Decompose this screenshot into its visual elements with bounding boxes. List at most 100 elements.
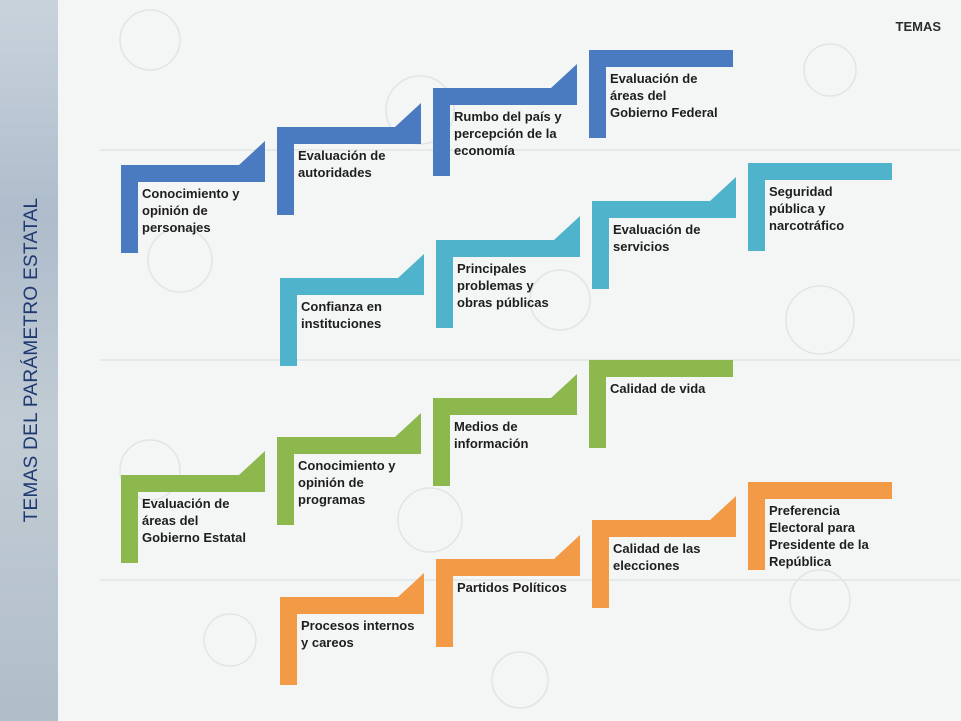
step-bar-vertical [121, 165, 138, 253]
topic-label-line: y careos [301, 635, 354, 650]
topic-label: Confianza en instituciones [301, 298, 425, 332]
step-bar-vertical [277, 127, 294, 215]
topic-label-line: Electoral para [769, 520, 855, 535]
topic-label-line: instituciones [301, 316, 382, 331]
step-bar-horizontal [433, 398, 577, 415]
topic-label-line: Evaluación de [142, 496, 230, 511]
topic-label-line: Preferencia [769, 503, 840, 518]
topic-label-line: programas [298, 492, 366, 507]
step-arrow-triangle [710, 496, 736, 520]
section-badge: TEMAS [895, 19, 942, 34]
topic-label-line: economía [454, 143, 515, 158]
topic-label-line: elecciones [613, 558, 680, 573]
step-arrow-triangle [239, 141, 265, 165]
topic-label: Calidad de vida [610, 380, 734, 397]
topic-label-line: Confianza en [301, 299, 382, 314]
step-arrow-triangle [554, 216, 580, 240]
step-bar-vertical [592, 201, 609, 289]
topic-label-line: Presidente de la [769, 537, 869, 552]
topic-label-line: servicios [613, 239, 670, 254]
topic-label: Calidad de las elecciones [613, 540, 737, 574]
topic-label-line: narcotráfico [769, 218, 845, 233]
topic-label-line: opinión de [298, 475, 364, 490]
step-bar-horizontal [121, 475, 265, 492]
topic-label-line: áreas del [610, 88, 667, 103]
step-bar-vertical [436, 559, 453, 647]
topic-label-line: Procesos internos [301, 618, 415, 633]
topic-label-line: Medios de [454, 419, 518, 434]
step-arrow-triangle [395, 413, 421, 437]
topic-label-line: Principales [457, 261, 527, 276]
step-arrow-triangle [551, 374, 577, 398]
topic-label-line: República [769, 554, 832, 569]
step-bar-vertical [280, 278, 297, 366]
step-arrow-triangle [710, 177, 736, 201]
step-bar-horizontal [436, 240, 580, 257]
topic-label-line: problemas y [457, 278, 534, 293]
topic-label-line: obras públicas [457, 295, 549, 310]
step-bar-horizontal [589, 360, 733, 377]
topic-label-line: Gobierno Estatal [142, 530, 247, 545]
step-bar-vertical [592, 520, 609, 608]
topic-step: Procesos internos y careos [280, 573, 426, 685]
topic-step: Medios de información [433, 374, 579, 486]
step-bar-vertical [433, 398, 450, 486]
topic-label: Seguridad pública y narcotráfico [769, 183, 893, 234]
sidebar-panel: TEMAS DEL PARÁMETRO ESTATAL [0, 0, 58, 721]
topic-label-line: Calidad de las [613, 541, 701, 556]
step-bar-horizontal [592, 201, 736, 218]
topic-step: Seguridad pública y narcotráfico [748, 163, 894, 251]
topic-label: Partidos Políticos [457, 579, 581, 596]
topic-step: Calidad de vida [589, 360, 735, 448]
step-arrow-triangle [398, 254, 424, 278]
step-bar-horizontal [748, 482, 892, 499]
topic-step: Partidos Políticos [436, 535, 582, 647]
topic-label-line: Evaluación de [610, 71, 698, 86]
step-bar-horizontal [748, 163, 892, 180]
step-arrow-triangle [554, 535, 580, 559]
step-bar-vertical [121, 475, 138, 563]
topic-label-line: Seguridad [769, 184, 833, 199]
step-bar-vertical [433, 88, 450, 176]
topic-label: Conocimiento y opinión de programas [298, 457, 422, 508]
step-arrow-triangle [551, 64, 577, 88]
topic-label-line: Conocimiento y [142, 186, 240, 201]
step-bar-horizontal [277, 127, 421, 144]
topic-step: Principales problemas y obras públicas [436, 216, 582, 328]
step-arrow-triangle [239, 451, 265, 475]
topic-label: Medios de información [454, 418, 578, 452]
topic-label-line: opinión de [142, 203, 208, 218]
step-bar-vertical [589, 50, 606, 138]
topic-label-line: pública y [769, 201, 826, 216]
topic-step: Confianza en instituciones [280, 254, 426, 366]
step-bar-horizontal [280, 278, 424, 295]
step-bar-vertical [277, 437, 294, 525]
topic-label-line: Evaluación de [613, 222, 701, 237]
topic-label-line: Rumbo del país y [454, 109, 562, 124]
topic-step: Calidad de las elecciones [592, 496, 738, 608]
topic-label-line: percepción de la [454, 126, 557, 141]
topic-label-line: autoridades [298, 165, 372, 180]
step-bar-vertical [280, 597, 297, 685]
topic-step: Evaluación de servicios [592, 177, 738, 289]
step-bar-vertical [748, 163, 765, 251]
topic-step: Rumbo del país y percepción de la economía [433, 64, 579, 176]
topic-label-line: Partidos Políticos [457, 580, 567, 595]
topic-label-line: información [454, 436, 529, 451]
sidebar-title: TEMAS DEL PARÁMETRO ESTATAL [21, 197, 42, 523]
topic-label-line: Conocimiento y [298, 458, 396, 473]
topic-label-line: Calidad de vida [610, 381, 706, 396]
topic-label: Procesos internos y careos [301, 617, 425, 651]
topic-label: Rumbo del país y percepción de la economía [454, 108, 578, 159]
step-bar-vertical [436, 240, 453, 328]
